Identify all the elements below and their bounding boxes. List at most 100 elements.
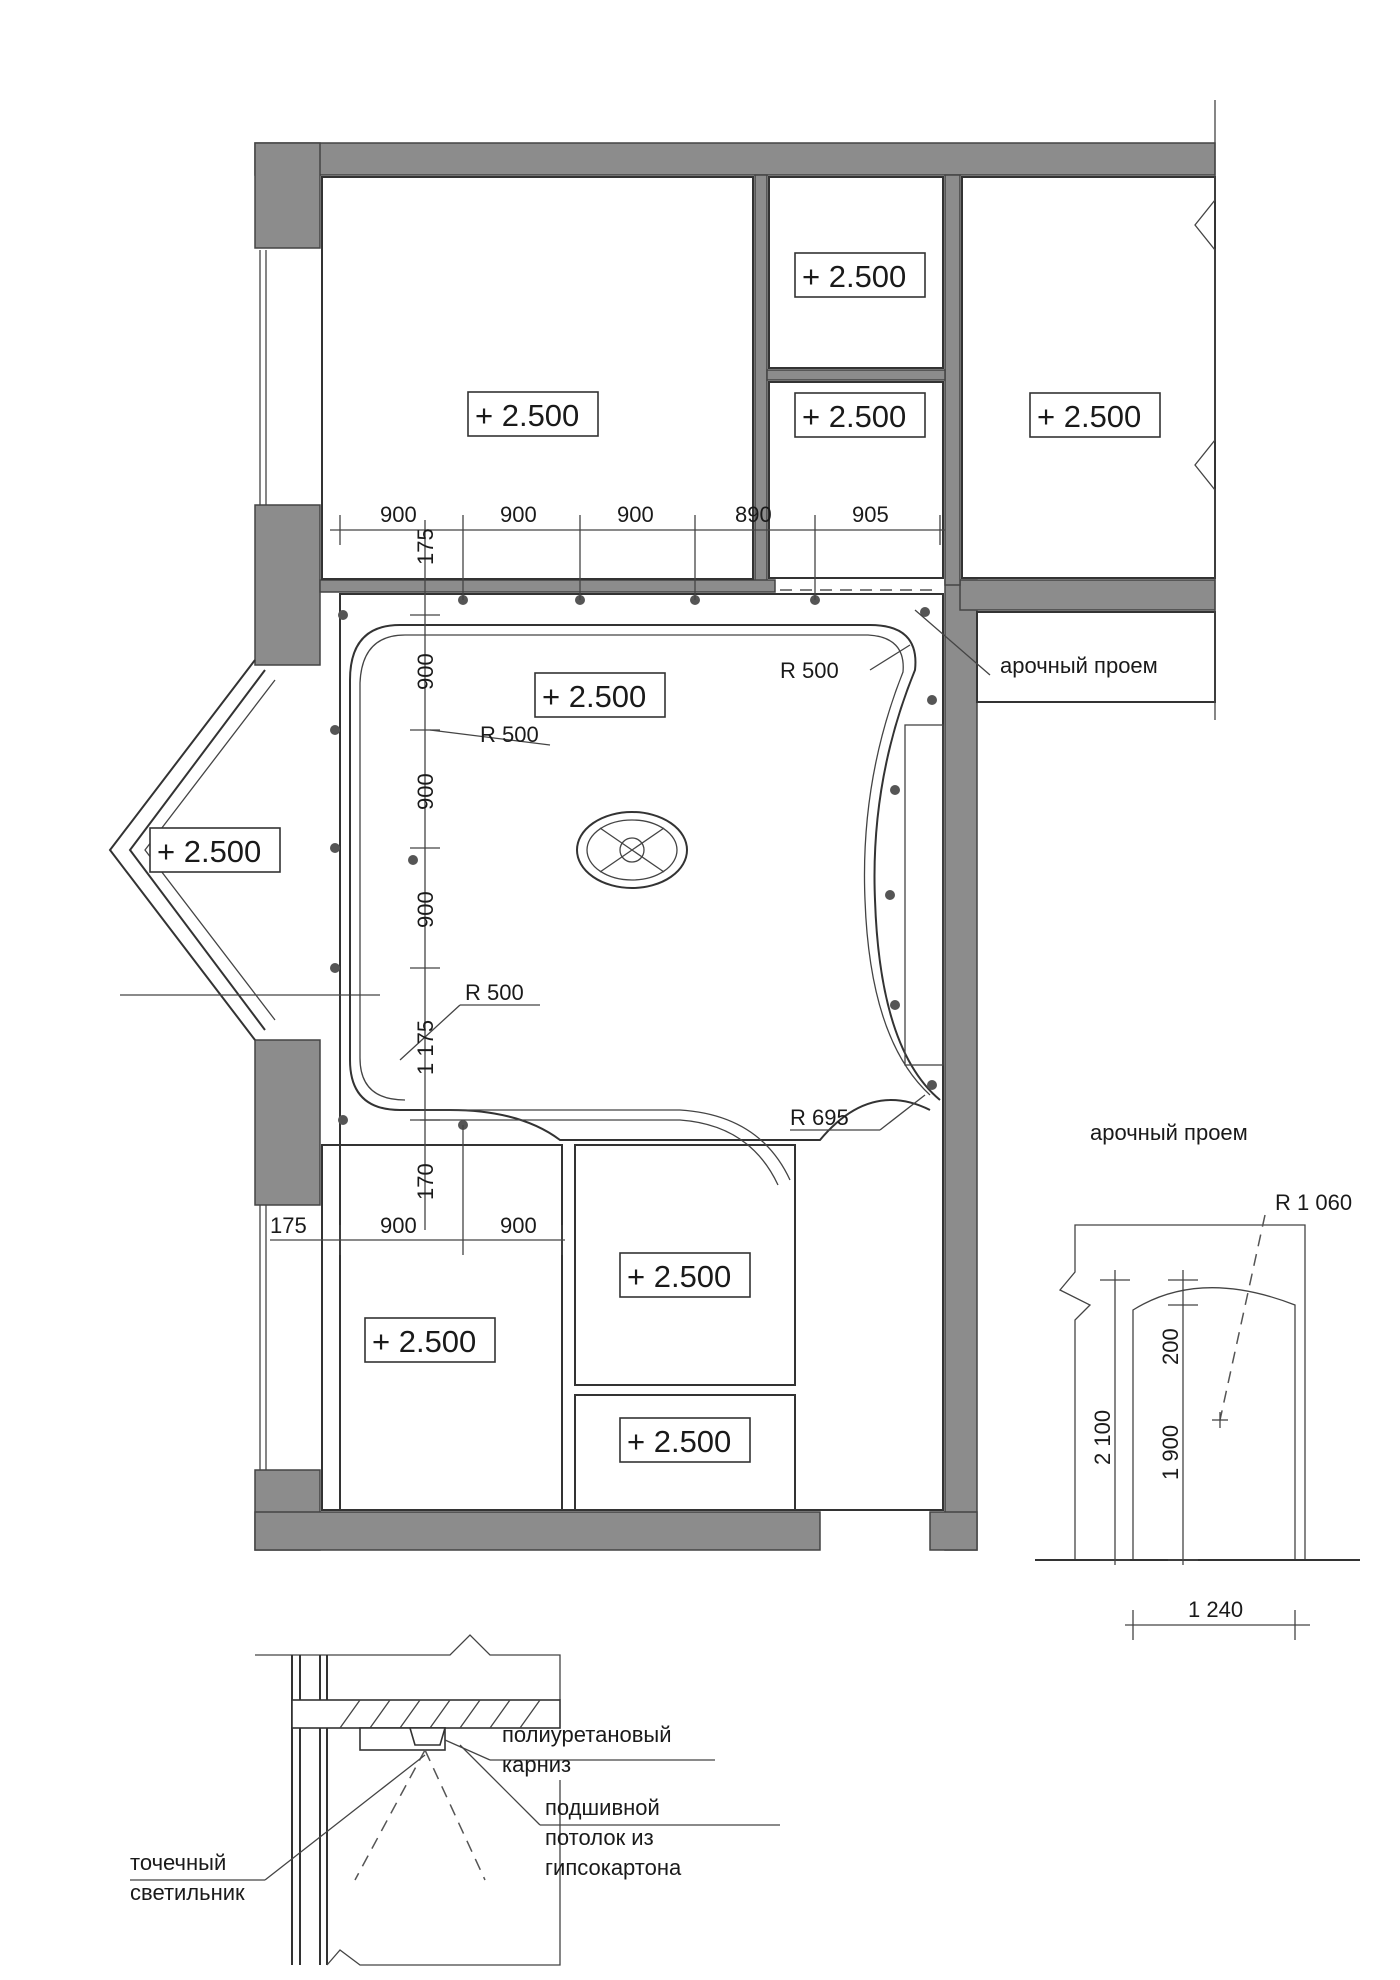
spotlights — [330, 595, 937, 1130]
wall-bottom-partition — [319, 579, 776, 593]
wall-partition-horizontal — [766, 369, 946, 381]
spotlight — [338, 1115, 348, 1125]
svg-text:+ 2.500: + 2.500 — [627, 1424, 731, 1459]
level-mark-room-top-right: + 2.500 — [1029, 392, 1161, 438]
wall-partition-vertical-2 — [944, 174, 961, 586]
dim-top-4: 890 — [735, 502, 772, 527]
break-line-right — [1194, 100, 1216, 720]
chandelier-icon — [576, 811, 688, 889]
arch-detail-radius: R 1 060 — [1275, 1190, 1352, 1215]
svg-text:+ 2.500: + 2.500 — [627, 1259, 731, 1294]
arch-width: 1 240 — [1188, 1597, 1243, 1622]
dim-top-1: 900 — [380, 502, 417, 527]
dim-left-1: 175 — [413, 528, 438, 565]
level-mark-main-room: + 2.500 — [534, 672, 666, 718]
arch-opening-shape — [1132, 1287, 1296, 1560]
arch-callout-leader — [914, 609, 991, 676]
light-cone-left — [354, 1749, 426, 1881]
dim-bottom-3: 900 — [500, 1213, 537, 1238]
dim-left-2: 900 — [413, 653, 438, 690]
dim-bottom-1: 175 — [270, 1213, 307, 1238]
level-mark-bottom-left: + 2.500 — [364, 1317, 496, 1363]
room-top-small-1 — [768, 176, 944, 369]
arch-height-top: 200 — [1158, 1328, 1183, 1365]
bay-window-outer — [108, 659, 256, 1041]
cornice-label-line-1: полиуретановый — [502, 1722, 672, 1747]
wall-left-lower — [254, 1039, 321, 1206]
dim-bottom-2: 900 — [380, 1213, 417, 1238]
svg-text:+ 2.500: + 2.500 — [1037, 399, 1141, 434]
level-marks: + 2.500 + 2.500 + 2.500 + 2.500 + 2.500 … — [149, 252, 1161, 1463]
spotlight — [890, 785, 900, 795]
radius-label-4: R 695 — [790, 1105, 849, 1130]
section-detail: полиуретановый карниз подшивной потолок … — [130, 1634, 780, 1966]
dim-left-5: 1 175 — [413, 1020, 438, 1075]
svg-text:+ 2.500: + 2.500 — [542, 679, 646, 714]
arch-wall-outline — [1058, 1224, 1306, 1560]
room-top-right — [961, 176, 1216, 579]
spotlight — [330, 963, 340, 973]
ceiling-leader — [459, 1744, 541, 1826]
room-top-small-2 — [768, 381, 944, 579]
wall-bottom — [254, 1511, 821, 1551]
ceiling-label-line-1: подшивной — [545, 1795, 660, 1820]
arch-radius-line — [1219, 1214, 1266, 1421]
wall-right-room-bottom — [959, 579, 1216, 611]
spotlight — [330, 725, 340, 735]
wall-left-mid — [254, 504, 321, 666]
dim-left-4: 900 — [413, 891, 438, 928]
section-bottom-break — [326, 1780, 561, 1966]
svg-text:+ 2.500: + 2.500 — [802, 259, 906, 294]
ceiling-label-line-3: гипсокартона — [545, 1855, 682, 1880]
level-mark-room-small-1: + 2.500 — [794, 252, 926, 298]
spotlight — [885, 890, 895, 900]
spotlight — [338, 610, 348, 620]
level-mark-bay-window: + 2.500 — [149, 827, 281, 873]
level-mark-room-top-left: + 2.500 — [467, 391, 599, 437]
room-bottom-left — [321, 1144, 563, 1511]
dim-top-3: 900 — [617, 502, 654, 527]
arch-callout-label: арочный проем — [1000, 653, 1158, 678]
arch-height-total: 2 100 — [1090, 1410, 1115, 1465]
light-cone-right — [424, 1749, 486, 1881]
arch-detail: арочный проем R 1 060 2 100 200 1 900 1 … — [1035, 1120, 1360, 1640]
dim-top-5: 905 — [852, 502, 889, 527]
ceiling-curve-bottom — [420, 1109, 791, 1181]
radius-label-3: R 500 — [780, 658, 839, 683]
arch-height-lower: 1 900 — [1158, 1425, 1183, 1480]
level-mark-bottom-mid-1: + 2.500 — [619, 1252, 751, 1298]
level-mark-bottom-mid-2: + 2.500 — [619, 1417, 751, 1463]
cornice-label-line-2: карниз — [502, 1752, 571, 1777]
svg-text:+ 2.500: + 2.500 — [802, 399, 906, 434]
radius-label-2: R 500 — [465, 980, 524, 1005]
spotlight-label-line-2: светильник — [130, 1880, 245, 1905]
spotlight — [890, 1000, 900, 1010]
right-niche — [904, 724, 944, 1066]
ceiling-curve-bottom-2 — [420, 1119, 779, 1186]
wall-left-upper — [254, 142, 321, 249]
svg-text:+ 2.500: + 2.500 — [475, 398, 579, 433]
section-top-break — [255, 1634, 561, 1700]
dim-left-6: 170 — [413, 1163, 438, 1200]
svg-text:+ 2.500: + 2.500 — [157, 834, 261, 869]
level-mark-room-small-2: + 2.500 — [794, 392, 926, 438]
room-bottom-mid-2 — [574, 1394, 796, 1511]
spotlight — [927, 1080, 937, 1090]
cornice-leader — [444, 1739, 491, 1761]
dimension-lines — [270, 515, 991, 1255]
room-bottom-mid-1 — [574, 1144, 796, 1386]
bay-window-glass — [144, 679, 276, 1021]
room-top-left — [321, 176, 754, 580]
bay-window — [108, 250, 380, 1470]
wall-right-stub — [929, 1511, 978, 1551]
spotlight — [330, 843, 340, 853]
dim-top-2: 900 — [500, 502, 537, 527]
spotlight-fixture — [408, 1727, 447, 1746]
ceiling-contour — [349, 589, 944, 1186]
wall-right-vertical — [944, 579, 978, 1551]
ceiling-label-line-2: потолок из — [545, 1825, 654, 1850]
slab-hatch — [339, 1699, 541, 1729]
wall-top — [254, 142, 1216, 176]
spotlight-leader — [264, 1754, 426, 1881]
